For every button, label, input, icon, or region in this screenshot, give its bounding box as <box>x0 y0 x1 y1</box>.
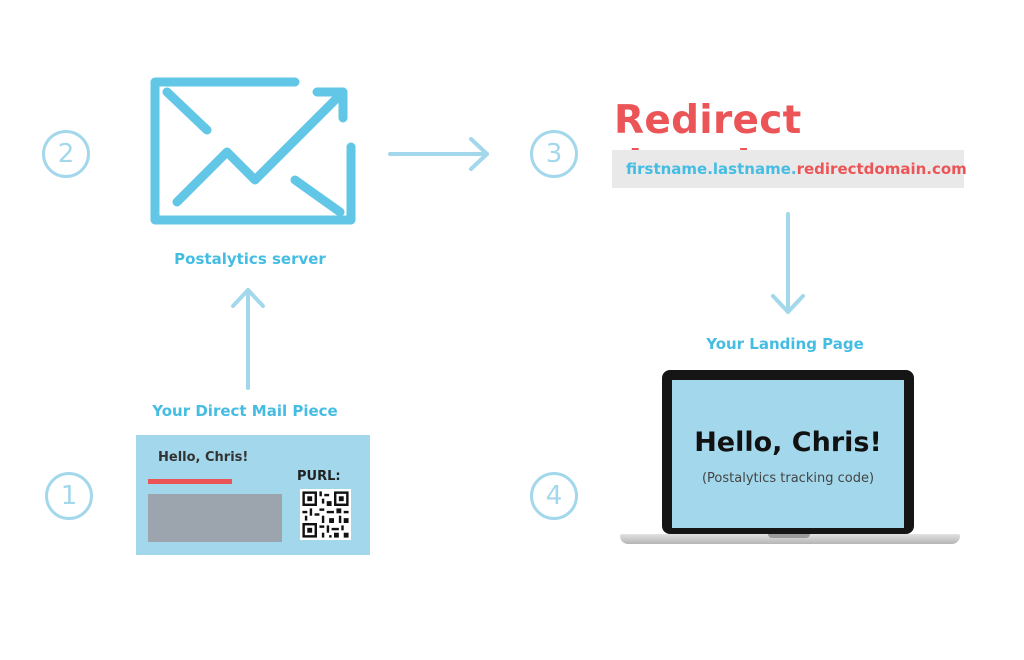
direct-mail-piece: Hello, Chris! PURL: <box>136 435 370 555</box>
landing-page-caption: Your Landing Page <box>706 335 864 353</box>
laptop-base <box>620 534 960 544</box>
mail-piece-red-line <box>148 479 232 484</box>
url-domain-part: redirectdomain.com <box>796 160 967 178</box>
step-1-circle: 1 <box>45 472 93 520</box>
mail-piece-greeting: Hello, Chris! <box>158 450 249 465</box>
mail-piece-gray-block <box>148 494 282 542</box>
mail-piece-caption: Your Direct Mail Piece <box>152 402 338 420</box>
redirect-url-bar: firstname.lastname.redirectdomain.com <box>612 150 967 188</box>
landing-greeting: Hello, Chris! <box>694 427 882 458</box>
arrow-right-icon <box>388 137 489 171</box>
purl-label: PURL: <box>297 469 341 484</box>
qr-code-icon <box>300 489 351 540</box>
arrow-down-icon <box>771 212 805 314</box>
laptop-screen: Hello, Chris! (Postalytics tracking code… <box>672 380 904 528</box>
step-3-circle: 3 <box>530 130 578 178</box>
url-name-part: firstname.lastname. <box>626 160 797 178</box>
step-4-circle: 4 <box>530 472 578 520</box>
arrow-up-icon <box>231 288 265 390</box>
server-caption: Postalytics server <box>174 250 326 268</box>
laptop-notch <box>768 534 810 538</box>
step-2-circle: 2 <box>42 130 90 178</box>
laptop-icon: Hello, Chris! (Postalytics tracking code… <box>620 370 960 552</box>
tracking-code-text: (Postalytics tracking code) <box>701 471 875 486</box>
envelope-chart-icon <box>150 77 356 225</box>
